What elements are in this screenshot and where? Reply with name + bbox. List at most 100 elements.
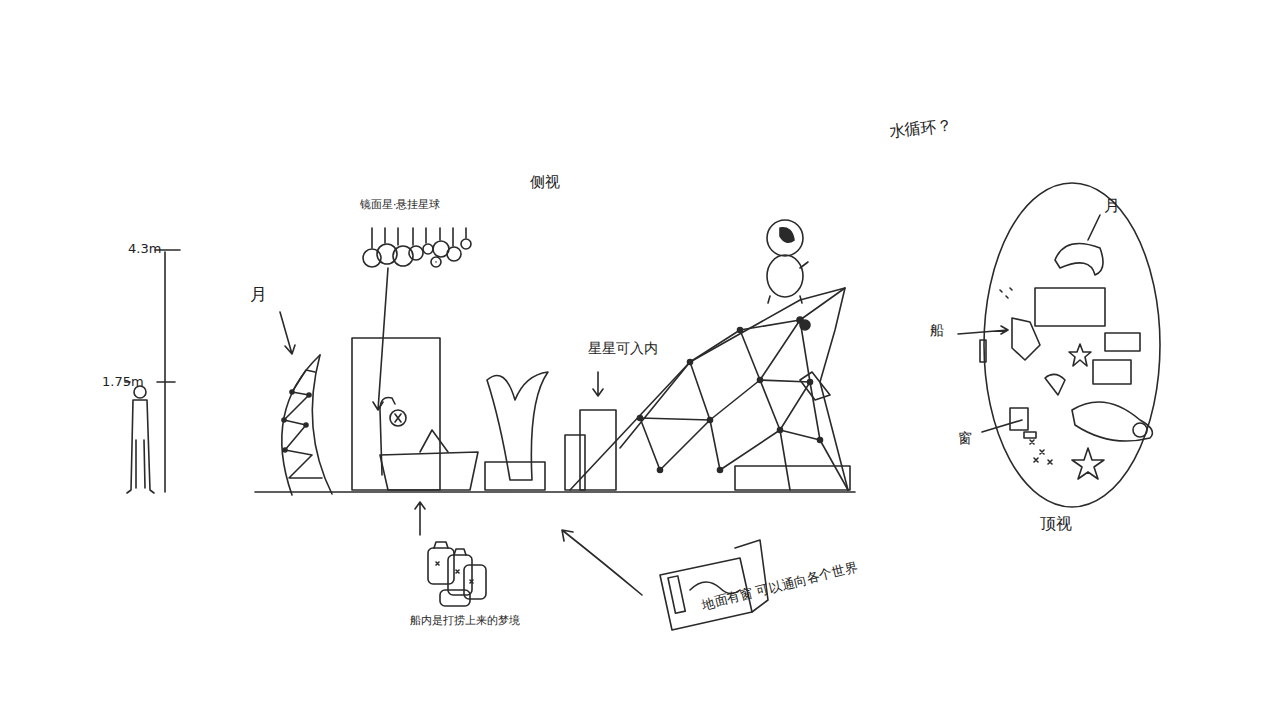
moon-lattice-part [307,393,311,397]
whale-lattice-part-part [800,320,810,330]
hanging-planets-part [431,257,441,267]
top-view-part [1072,448,1104,479]
whale-lattice-part-part [638,416,643,421]
top-view-part [1010,408,1028,430]
top-view-part [1030,440,1052,464]
astronaut-part [768,262,808,303]
view-label: 侧视 [530,173,560,191]
moon-lattice-part [283,448,287,452]
bottles-part [428,548,454,584]
top-view-part [1072,402,1152,441]
top-view-part [1055,244,1103,275]
stars-arrow [593,372,603,396]
top-view-part [1133,423,1147,437]
hanging-planets-part [397,228,399,245]
moon-lattice-part [290,390,294,394]
whale-lattice-part-part [688,360,693,365]
star-buildings-part [565,435,585,490]
lamp [380,398,406,476]
whale-lattice-part [620,288,848,490]
dimension-label: 4.3m [128,241,161,257]
hanging-planets-part [371,228,373,248]
whale-lattice-part-part [758,378,763,383]
whale-lattice [570,288,848,490]
boat [380,430,478,490]
moon-lattice-part [304,423,308,427]
moon-lattice-part [282,418,286,422]
top-view-part [1035,288,1105,326]
bottles [428,542,486,606]
hanging-planets-part [452,228,454,246]
moon-lattice-part [284,370,322,478]
top-view-part [1000,288,1012,298]
planets-arrow [373,268,388,410]
boat-part [380,452,478,490]
window-leader [982,420,1022,432]
bottles-arrow [415,502,425,535]
whale-lattice-part-part [818,438,823,443]
hanging-planets-part [425,228,427,243]
astronaut-part [780,228,794,243]
floor-window-part [668,576,685,613]
top-view-part [1069,344,1091,366]
top-moon-leader [1088,215,1100,240]
bottles-part [448,555,472,595]
astronaut-part [767,255,803,297]
part-label: 月 [250,284,267,304]
note-label: 船内是打捞上来的梦境 [410,614,520,627]
dimension-line [125,250,180,492]
hanging-planets-part [447,247,461,261]
moon-arrow [280,312,295,354]
whale-lattice-part [638,317,823,473]
bottles-part [434,542,466,555]
view-label: 顶视 [1040,514,1072,533]
top-view-part [1093,360,1131,384]
top-view-part [1024,432,1036,438]
top-view-part [984,183,1160,507]
part-label: 窗 [958,430,972,447]
dimension-line-part [157,381,175,383]
bottles-part [440,590,470,606]
lamp-part [390,410,406,426]
part-label: 船 [930,322,944,339]
hanging-planets-part [465,228,467,238]
hanging-planets-part [409,246,423,260]
dimension-line-part [164,252,166,492]
person-figure-part [127,400,154,493]
whale-lattice-part-part [718,468,723,473]
boat-part [420,430,448,452]
hanging-planets-part [423,244,433,254]
whale-lattice-part-part [808,380,813,385]
window-arrow [562,530,642,595]
door [352,338,440,490]
bottles-part [464,565,486,599]
low-block [735,466,850,490]
whale-lattice-part [800,372,830,400]
top-view-part [980,340,986,362]
whale-lattice-part-part [738,328,743,333]
person-figure [127,386,154,493]
astronaut-part [767,220,803,256]
hanging-planets-part [461,239,471,249]
fish-tail [487,372,548,480]
part-label: 星星可入内 [588,340,658,357]
whale-lattice-part [570,288,848,490]
hanging-planets-part [384,228,386,243]
dimension-label: 1.75m [102,374,144,390]
astronaut [767,220,808,303]
ground-line [255,491,855,493]
note-label: 地面有窗 可以通向各个世界 [700,559,859,613]
top-view-part [1105,333,1140,351]
whale-lattice-part-part [778,428,783,433]
top-view-part [1045,374,1065,395]
moon-lattice [282,355,332,495]
bottles-part [436,562,473,583]
part-label: 镜面星·悬挂星球 [360,198,441,211]
note-label: 水循环？ [888,115,954,141]
whale-lattice-part-part [708,418,713,423]
moon-lattice-part [312,355,332,494]
top-view [980,183,1160,507]
whale-lattice-part-part [658,468,663,473]
